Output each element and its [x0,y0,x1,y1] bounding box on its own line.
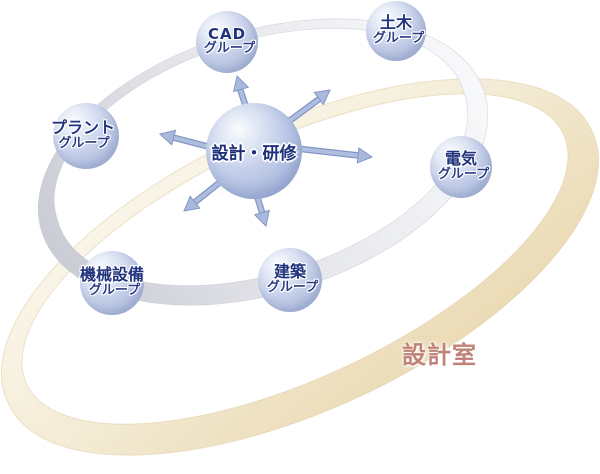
group-name: 電気 [444,149,477,169]
arrows-group [158,74,374,228]
group-name: CAD [207,24,247,43]
group-name: 建築 [273,262,306,282]
group-sphere-civil: 土木 グループ [366,1,426,61]
arrow-to-architecture [253,192,270,228]
arrow-to-machinery [183,179,223,212]
groups-ring [37,18,489,306]
group-suffix: グループ [437,166,490,182]
arrow-to-civil [284,89,331,126]
group-sphere-architecture: 建築 グループ [258,248,322,312]
group-suffix: グループ [266,279,319,295]
center-sphere: 設計・研修 [206,103,302,199]
group-sphere-plant: プラント グループ [50,103,119,169]
group-suffix: グループ [58,135,110,151]
group-suffix: グループ [372,30,425,46]
center-sphere-label: 設計・研修 [211,143,297,164]
arrow-to-electric [297,145,374,164]
group-sphere-cad: CAD グループ [196,11,258,73]
group-name: 機械設備 [80,265,145,285]
arrow-to-plant [158,129,210,150]
group-sphere-machinery: 機械設備 グループ [80,251,144,315]
group-name: プラント [50,118,115,138]
design-office-ring [1,78,599,456]
group-suffix: グループ [203,41,256,57]
group-sphere-electric: 電気 グループ [430,136,492,198]
design-office-ring-label: 設計室 [402,341,477,369]
group-name: 土木 [379,13,412,33]
group-suffix: グループ [88,282,141,298]
